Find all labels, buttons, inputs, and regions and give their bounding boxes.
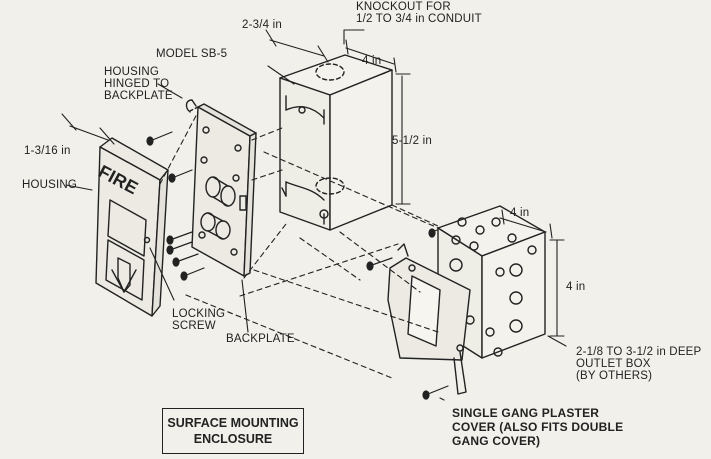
dimension-4-box-top-label: 4 in xyxy=(510,207,530,219)
knockout-label: KNOCKOUT FOR 1/2 TO 3/4 in CONDUIT xyxy=(356,1,482,25)
dimension-4-top-label: 4 in xyxy=(362,55,382,67)
backplate-label: BACKPLATE xyxy=(226,333,295,345)
dimension-4-box-side-label: 4 in xyxy=(566,281,586,293)
title-line-1: SURFACE MOUNTING xyxy=(167,416,299,430)
dimension-1-3-16-label: 1-3/16 in xyxy=(24,145,71,157)
dimension-2-3-4-label: 2-3/4 in xyxy=(242,19,282,31)
locking-screw-label: LOCKING SCREW xyxy=(172,308,226,332)
title-line-2: ENCLOSURE xyxy=(193,432,273,446)
leader-lines xyxy=(65,29,567,401)
dimension-5-1-2-label: 5-1/2 in xyxy=(392,135,432,147)
dimension-lines xyxy=(61,29,565,337)
housing xyxy=(95,137,169,317)
backplate xyxy=(185,99,257,277)
plaster-cover-label: SINGLE GANG PLASTER COVER (ALSO FITS DOU… xyxy=(452,406,624,448)
outlet-box-label: 2-1/8 TO 3-1/2 in DEEP OUTLET BOX (BY OT… xyxy=(576,346,702,382)
surface-box-sb5 xyxy=(279,54,393,231)
alignment-lines xyxy=(159,111,439,379)
model-label: MODEL SB-5 xyxy=(156,48,228,60)
housing-hinged-label: HOUSING HINGED TO BACKPLATE xyxy=(104,66,173,102)
title-box: SURFACE MOUNTING ENCLOSURE xyxy=(162,408,304,454)
housing-label: HOUSING xyxy=(22,179,78,191)
